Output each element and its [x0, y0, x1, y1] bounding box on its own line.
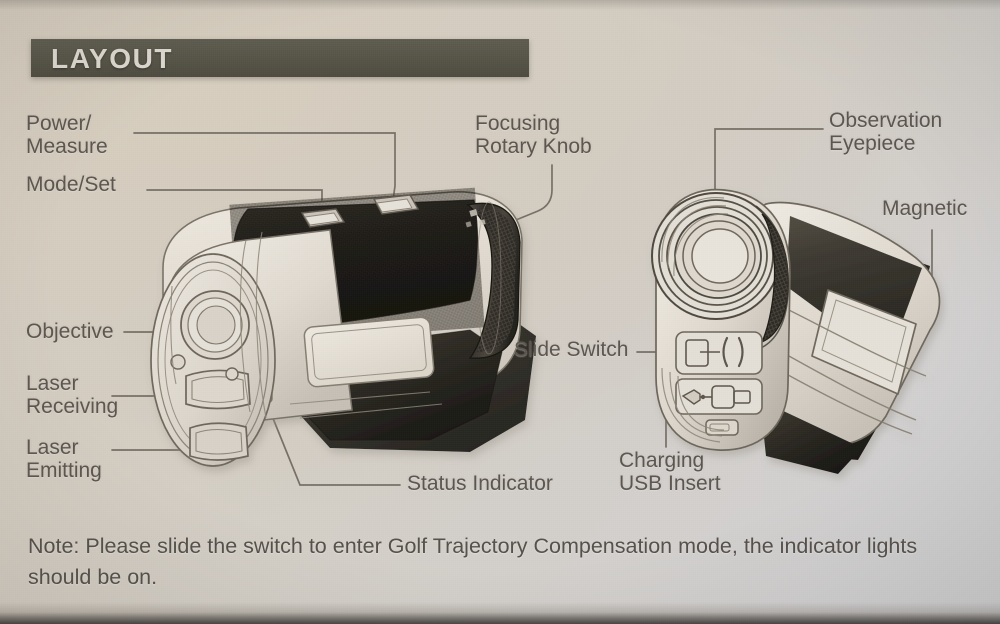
note-text: Note: Please slide the switch to enter G… [28, 534, 918, 589]
callout-label-power-measure: Power/Measure [26, 112, 108, 158]
callout-line: Laser [26, 436, 79, 459]
callout-label-mode-set: Mode/Set [26, 173, 116, 197]
section-header-bar [31, 39, 529, 77]
callout-line: Rotary Knob [475, 134, 592, 158]
callout-line: Eyepiece [829, 131, 916, 155]
callout-line: Power/ [26, 112, 92, 135]
callout-label-magnetic: Magnetic [882, 197, 968, 221]
callout-label-slide-switch: Slide Switch [514, 338, 629, 362]
callout-line: Charging [619, 449, 705, 472]
callout-label-status-indicator: Status Indicator [407, 472, 553, 496]
callout-line: Mode/Set [26, 173, 116, 196]
callout-line: Magnetic [882, 197, 968, 220]
callout-line: USB Insert [619, 471, 721, 495]
callout-line: Objective [26, 320, 114, 343]
callout-line: Slide Switch [514, 338, 629, 361]
callout-line: Receiving [26, 394, 119, 418]
callout-line: Laser [26, 372, 79, 395]
callout-line: Focusing [475, 112, 561, 135]
callout-line: Measure [26, 134, 108, 158]
callout-line: Emitting [26, 458, 102, 482]
callout-line: Observation [829, 109, 943, 132]
callout-line: Status Indicator [407, 472, 553, 495]
callout-label-objective: Objective [26, 320, 114, 344]
page-title: LAYOUT [51, 43, 174, 74]
